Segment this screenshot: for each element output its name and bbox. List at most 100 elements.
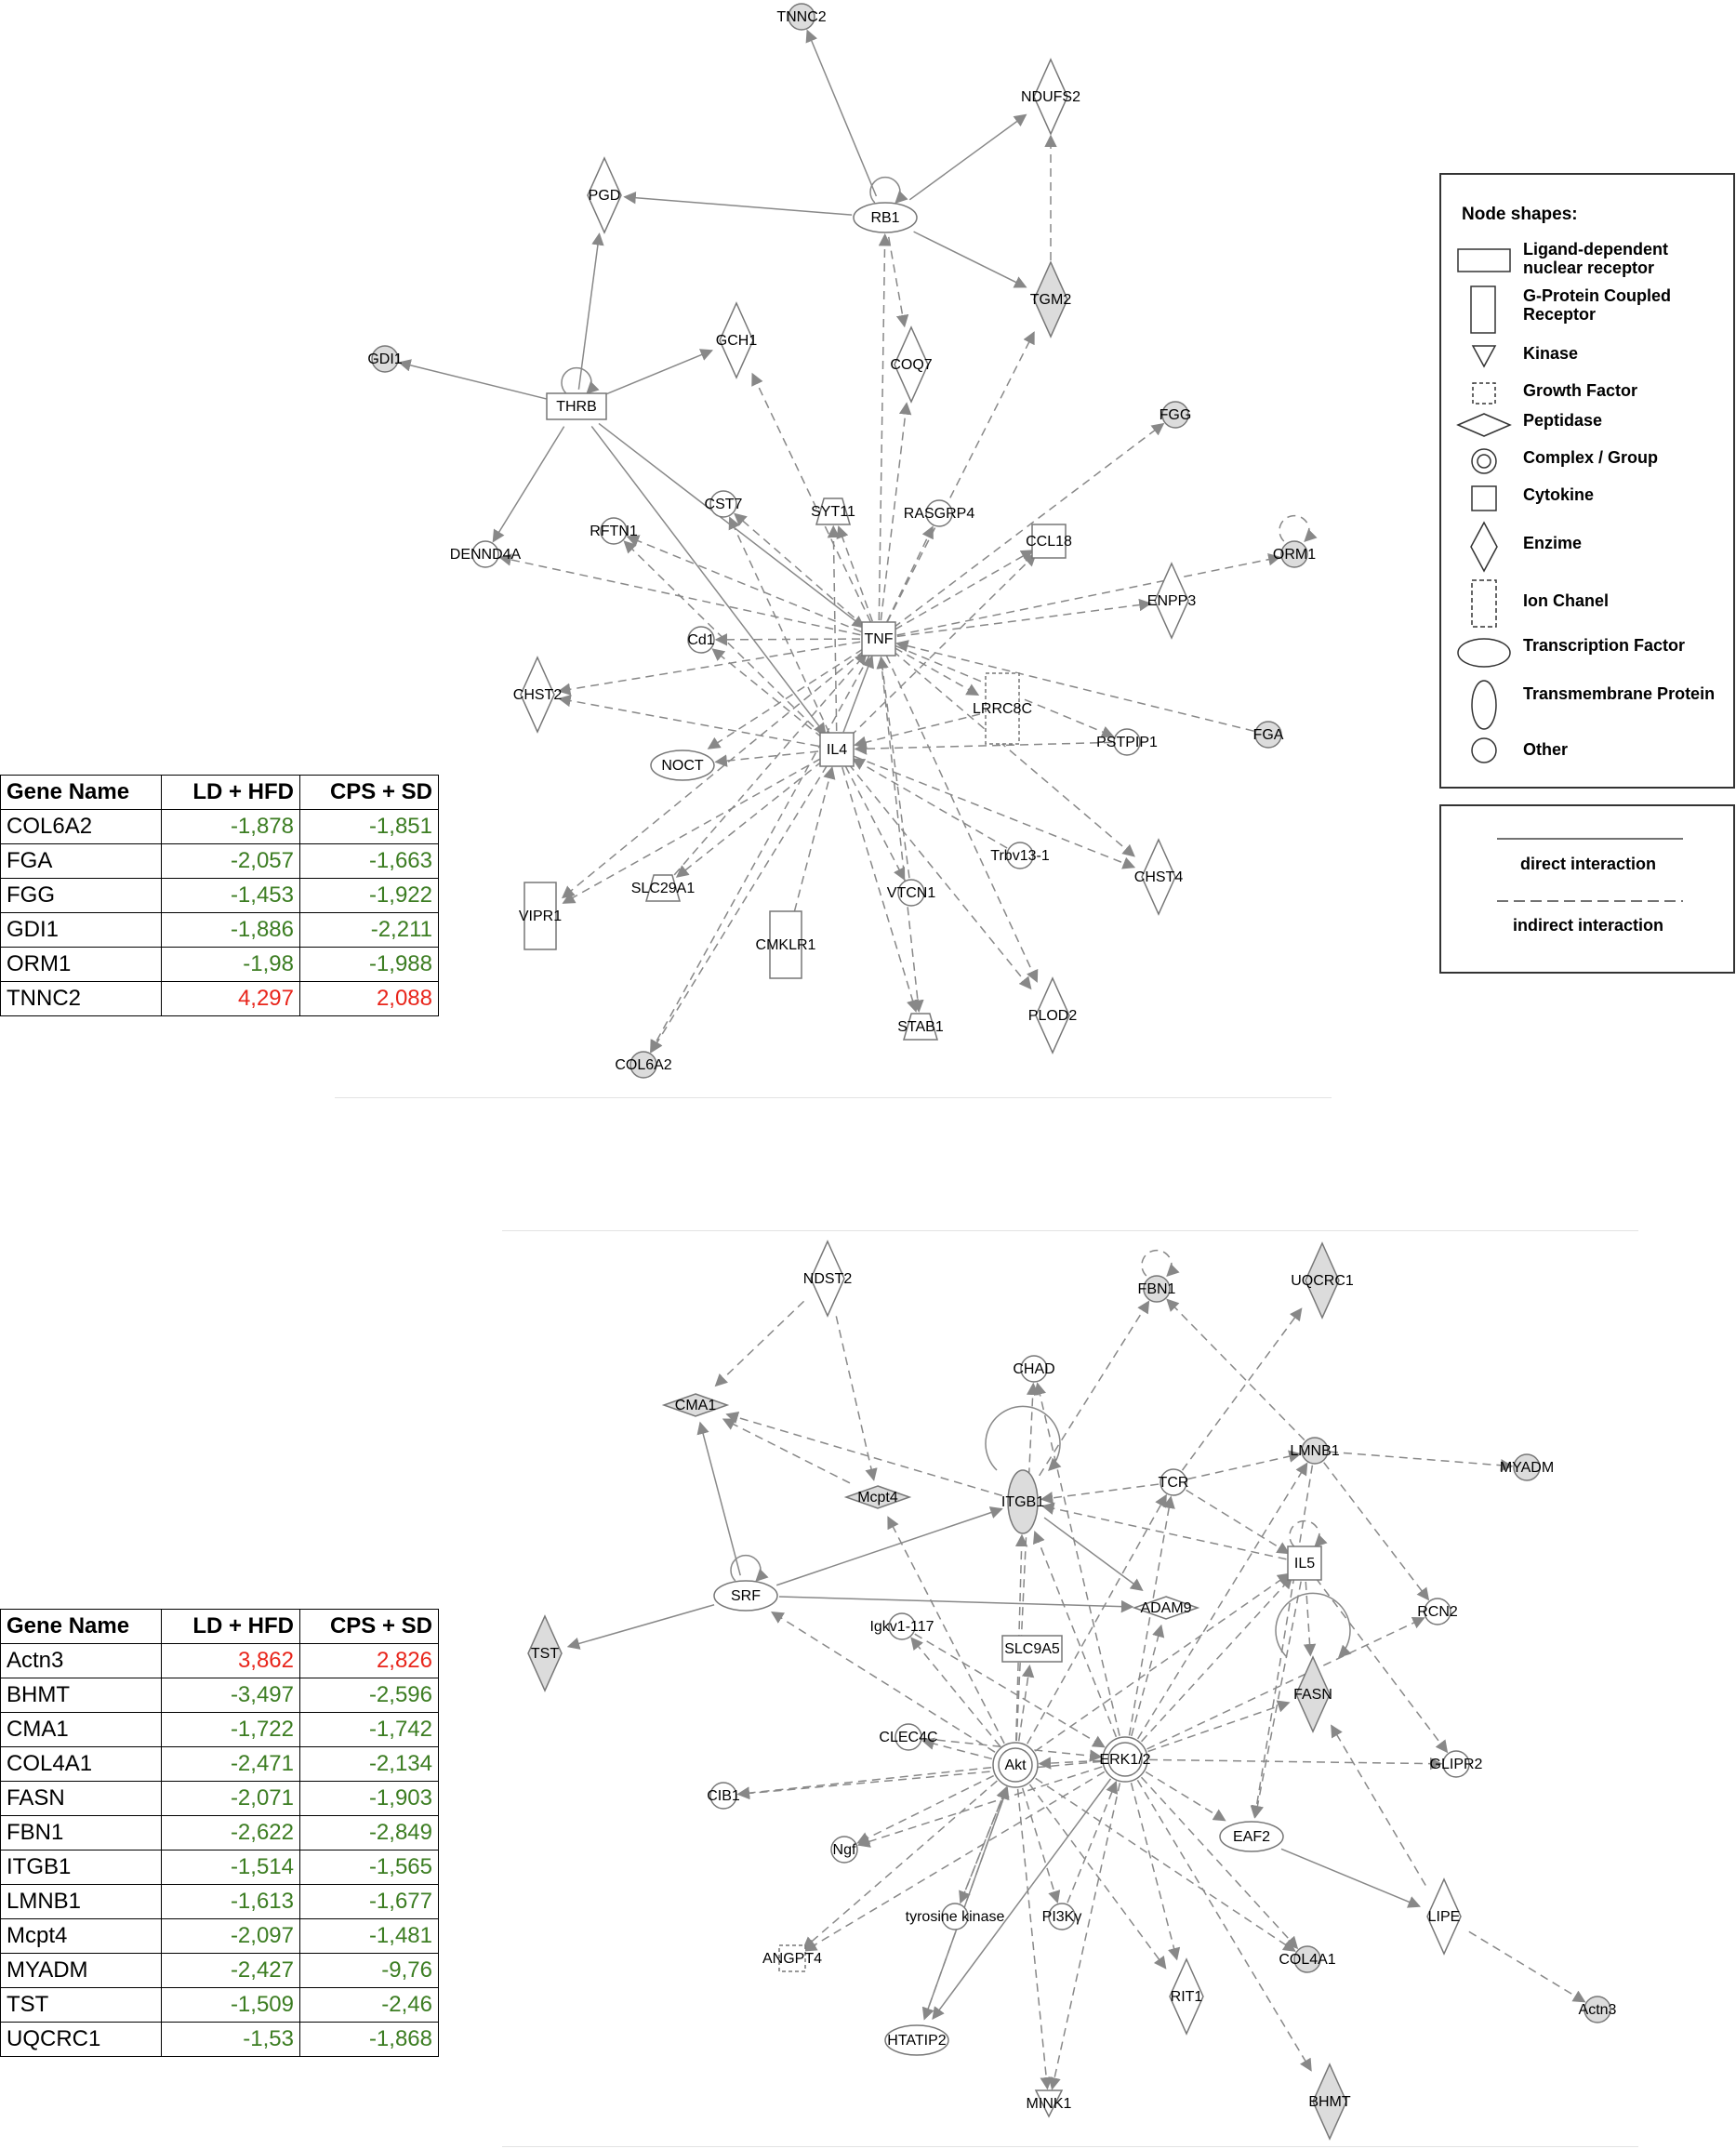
gene-name-cell: UQCRC1 [0, 2022, 162, 2057]
edge-direct [492, 426, 565, 543]
header-ld-hfd: LD + HFD [161, 775, 300, 810]
edge-indirect [650, 655, 870, 1054]
edge-indirect [835, 1316, 878, 1481]
node-label: COL6A2 [615, 1057, 671, 1073]
edge-indirect [1331, 1724, 1426, 1886]
node-label: VIPR1 [519, 909, 562, 924]
node-label: SLC29A1 [631, 881, 696, 896]
ld-hfd-value: -1,53 [161, 2022, 300, 2057]
edge-indirect [1181, 1307, 1303, 1471]
table-row: FGA-2,057-1,663 [0, 843, 439, 879]
node-label: FGG [1160, 407, 1192, 423]
cps-sd-value: -1,988 [299, 947, 439, 982]
legend-title: Node shapes: [1462, 205, 1578, 224]
gene-name-cell: ORM1 [0, 947, 162, 982]
gene-name-cell: CMA1 [0, 1712, 162, 1747]
cps-sd-value: -1,481 [299, 1918, 439, 1954]
node-label: GCH1 [716, 333, 758, 349]
node-label: IL5 [1294, 1556, 1315, 1572]
node-fbn1: FBN1 [1138, 1275, 1176, 1303]
node-label: PI3Kγ [1042, 1909, 1082, 1925]
node-label: CMA1 [675, 1398, 717, 1413]
node-label: RCN2 [1417, 1604, 1458, 1620]
node-myadm: MYADM [1500, 1453, 1554, 1481]
edge-direct [623, 191, 853, 216]
edge-direct [985, 1405, 1062, 1471]
node-rasgrp4: RASGRP4 [904, 499, 975, 527]
edge-direct [932, 1778, 1112, 2021]
node-noct: NOCT [650, 749, 715, 781]
node-label: Akt [1004, 1758, 1027, 1773]
circle-shape-icon [1471, 737, 1497, 763]
edge-indirect [626, 535, 862, 633]
legend-item-label: Ligand-dependent nuclear receptor [1523, 240, 1668, 277]
node-label: TNF [864, 631, 893, 647]
node-label: CLEC4C [879, 1730, 937, 1745]
node-fasn: FASN [1293, 1655, 1332, 1733]
gene-name-cell: MYADM [0, 1953, 162, 1988]
edge-indirect [914, 1633, 1106, 1748]
edge-indirect [1136, 1779, 1312, 2072]
interaction-legend: direct interaction indirect interaction [1439, 804, 1735, 974]
table-row: Mcpt4-2,097-1,481 [0, 1918, 439, 1954]
node-label: CHST2 [513, 687, 563, 703]
legend-item: Enzime [1441, 521, 1735, 573]
node-pgd: PGD [587, 156, 622, 234]
edge-indirect [844, 765, 906, 881]
node-cd1: Cd1 [687, 626, 715, 654]
node-label: FGA [1253, 727, 1284, 743]
legend-item-label: Transmembrane Protein [1523, 684, 1716, 703]
edge-indirect [894, 550, 1034, 630]
node-label: GLIPR2 [1430, 1757, 1483, 1772]
legend-item-label: Cytokine [1523, 485, 1595, 504]
node-label: tyrosine kinase [906, 1909, 1005, 1925]
node-label: SYT11 [811, 504, 855, 520]
edge-indirect [876, 656, 910, 879]
gene-table-1: Gene Name LD + HFD CPS + SD COL6A2-1,878… [0, 775, 439, 1016]
node-mink1: MINK1 [1027, 2089, 1072, 2118]
edge-direct [1043, 1517, 1144, 1591]
edge-indirect [1035, 1777, 1296, 1952]
edge-indirect [561, 650, 865, 899]
node-label: RASGRP4 [904, 506, 975, 522]
ld-hfd-value: -2,097 [161, 1918, 300, 1954]
node-label: BHMT [1308, 2094, 1351, 2110]
node-angpt4: ANGPT4 [762, 1944, 822, 1972]
node-cmklr1: CMKLR1 [756, 910, 816, 979]
node-eaf2: EAF2 [1219, 1821, 1284, 1852]
ld-hfd-value: -1,514 [161, 1850, 300, 1885]
edge-indirect [856, 1774, 995, 1844]
edge-indirect [675, 760, 823, 878]
node-chst4: CHST4 [1134, 838, 1183, 916]
edge-direct [1280, 1848, 1421, 1908]
ld-hfd-value: -3,497 [161, 1678, 300, 1713]
header-ld-hfd: LD + HFD [161, 1609, 300, 1644]
edge-indirect [1128, 1495, 1175, 1736]
tall-rect-shape-icon [1470, 285, 1496, 334]
node-col4a1: COL4A1 [1279, 1945, 1336, 1973]
edge-indirect [910, 1637, 1001, 1747]
node-thrb: THRB [546, 392, 607, 420]
node-label: CIB1 [707, 1788, 740, 1804]
node-cib1: CIB1 [707, 1782, 740, 1810]
node-actn3: Actn3 [1579, 1996, 1617, 2023]
node-label: ORM1 [1273, 547, 1316, 563]
header-gene-name: Gene Name [0, 775, 162, 810]
table-row: UQCRC1-1,53-1,868 [0, 2022, 439, 2057]
cps-sd-value: -9,76 [299, 1953, 439, 1988]
edge-indirect [714, 750, 819, 767]
edge-indirect [886, 331, 1035, 623]
ld-hfd-value: -2,057 [161, 843, 300, 879]
edge-indirect [1147, 1700, 1291, 1753]
edge-indirect [878, 232, 892, 621]
table-row: COL6A2-1,878-1,851 [0, 809, 439, 844]
table-row: CMA1-1,722-1,742 [0, 1712, 439, 1747]
edge-indirect [1289, 1519, 1328, 1547]
edge-indirect [623, 540, 825, 737]
node-label: PGD [589, 188, 621, 204]
node-label: FBN1 [1138, 1281, 1176, 1297]
edge-indirect [1048, 1783, 1121, 2090]
node-label: RIT1 [1171, 1989, 1203, 2005]
